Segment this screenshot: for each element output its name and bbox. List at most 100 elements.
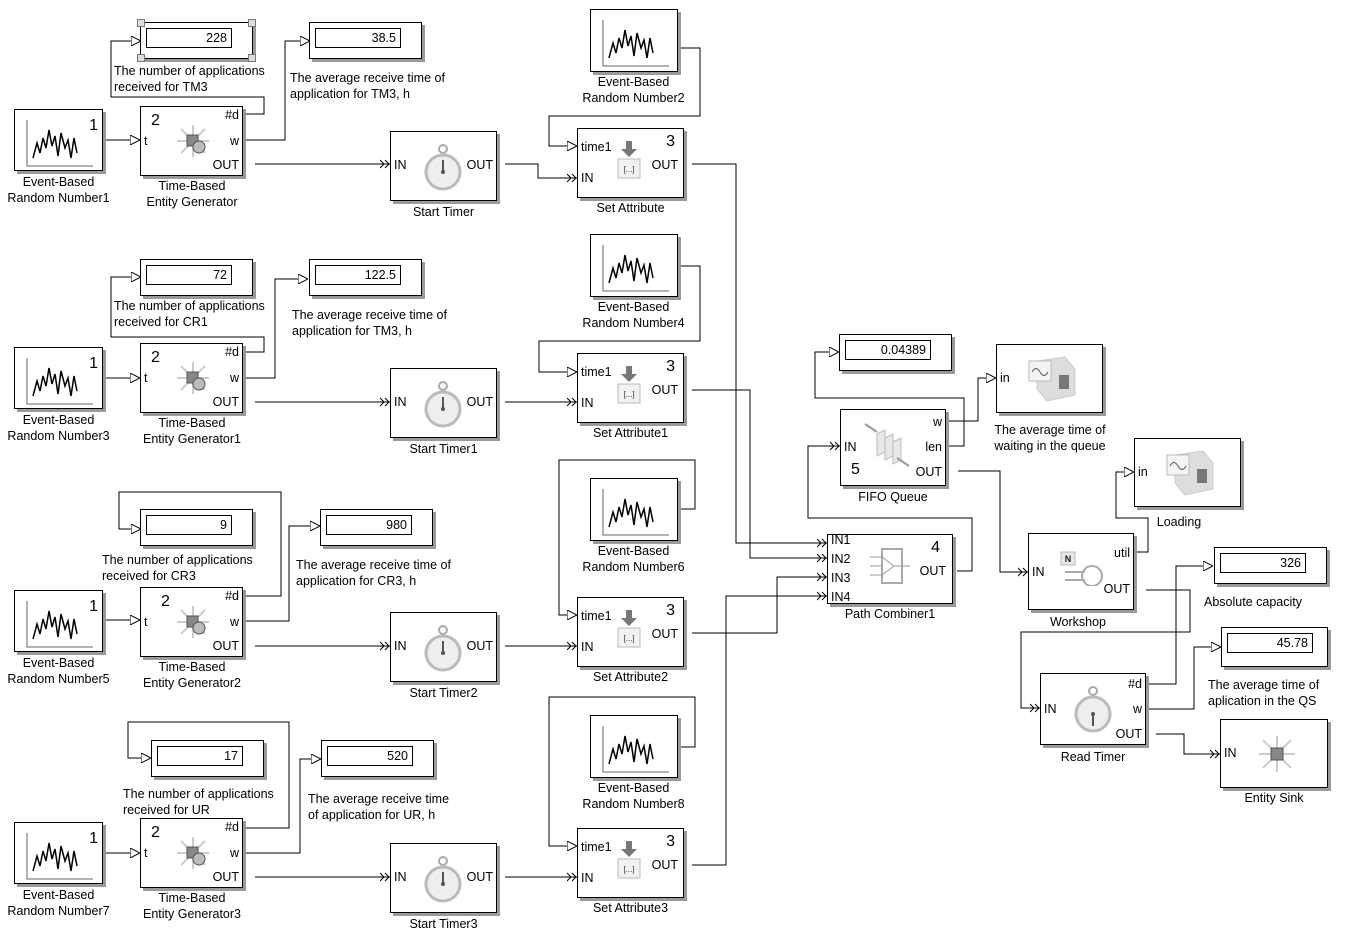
entity-generator-icon xyxy=(177,362,209,394)
port-out: OUT xyxy=(466,158,493,172)
set-attribute-block[interactable]: 3 time1 IN OUT [...] xyxy=(577,128,684,198)
entity-sink-icon xyxy=(1259,736,1295,772)
block-label: Path Combiner1 xyxy=(844,607,936,621)
display-value: 38.5 xyxy=(315,28,401,48)
entity-sink-block[interactable]: IN xyxy=(1220,719,1328,788)
read-timer-block[interactable]: IN #d w OUT xyxy=(1040,673,1146,745)
stopwatch-icon xyxy=(424,144,462,191)
entity-generator-block[interactable]: 2 t #d w OUT xyxy=(140,587,243,657)
start-timer-block[interactable]: IN OUT xyxy=(390,612,497,682)
random-number-block[interactable]: 1 xyxy=(14,590,103,652)
queue-wait-scope[interactable]: in xyxy=(996,344,1103,413)
time-display[interactable]: 122.5 xyxy=(309,259,422,296)
fifo-queue-block[interactable]: 5 IN w len OUT xyxy=(840,409,946,486)
block-label: Start Timer xyxy=(412,205,475,219)
entity-generator-block[interactable]: 2 t #d w OUT xyxy=(140,106,243,176)
display-value: 228 xyxy=(146,28,232,48)
entity-generator-icon xyxy=(177,837,209,869)
time-display[interactable]: 520 xyxy=(321,740,434,777)
block-label: Workshop xyxy=(1049,615,1107,629)
port-out: OUT xyxy=(212,158,239,172)
port-number: 2 xyxy=(151,349,160,366)
port-out: OUT xyxy=(651,383,678,397)
random-signal-icon xyxy=(26,358,93,405)
random-number-block[interactable] xyxy=(590,234,678,297)
port-number: 3 xyxy=(666,833,675,850)
capacity-display[interactable]: 326 xyxy=(1214,547,1327,584)
random-signal-icon xyxy=(602,20,669,67)
display-value: 72 xyxy=(146,265,232,285)
random-number-block[interactable] xyxy=(590,715,678,778)
set-attribute-block[interactable]: 3 time1 IN OUT [...] xyxy=(577,597,684,667)
port-w: w xyxy=(229,371,239,385)
port-w: w xyxy=(1132,702,1142,716)
time-display[interactable]: 980 xyxy=(320,509,433,546)
scope-icon xyxy=(1166,450,1214,496)
port-in: IN xyxy=(844,440,857,454)
queue-icon xyxy=(864,423,910,467)
block-label: Start Timer3 xyxy=(409,917,478,931)
count-display[interactable]: 17 xyxy=(151,740,264,777)
display-value: 520 xyxy=(327,746,413,766)
count-display[interactable]: 9 xyxy=(140,509,253,546)
block-label: Start Timer2 xyxy=(409,686,478,700)
port-in: IN xyxy=(581,640,594,654)
port-in: IN xyxy=(581,171,594,185)
selection-handle[interactable] xyxy=(248,54,256,62)
port-in: in xyxy=(1000,371,1010,385)
random-number-block[interactable] xyxy=(590,9,678,72)
port-time: time1 xyxy=(581,609,612,623)
set-attribute-block[interactable]: 3 time1 IN OUT [...] xyxy=(577,353,684,423)
entity-generator-block[interactable]: 2 t #d w OUT xyxy=(140,818,243,888)
block-label: Start Timer1 xyxy=(409,442,478,456)
port-number: 1 xyxy=(89,598,98,615)
start-timer-block[interactable]: IN OUT xyxy=(390,368,497,438)
display-value: 9 xyxy=(146,515,232,535)
port-number: 3 xyxy=(666,602,675,619)
path-combiner-block[interactable]: 4 IN1 IN2 IN3 IN4 OUT xyxy=(827,533,953,604)
port-time: time1 xyxy=(581,840,612,854)
time-display[interactable]: 38.5 xyxy=(309,22,422,59)
selection-handle[interactable] xyxy=(137,54,145,62)
workshop-server-block[interactable]: IN util OUT N xyxy=(1028,533,1134,610)
port-t: t xyxy=(144,615,148,629)
block-label: Entity Sink xyxy=(1244,791,1304,805)
count-display[interactable]: 72 xyxy=(140,259,253,296)
selection-handle[interactable] xyxy=(248,19,256,27)
svg-text:[...]: [...] xyxy=(623,634,634,643)
port-number: 4 xyxy=(931,539,940,556)
port-w: w xyxy=(229,615,239,629)
port-in: IN xyxy=(1044,702,1057,716)
server-icon: N xyxy=(1060,551,1103,586)
random-number-block[interactable]: 1 xyxy=(14,109,103,171)
start-timer-block[interactable]: IN OUT xyxy=(390,843,497,913)
port-in2: IN2 xyxy=(831,552,851,566)
set-attribute-block[interactable]: 3 time1 IN OUT [...] xyxy=(577,828,684,898)
port-w: w xyxy=(229,134,239,148)
random-number-block[interactable]: 1 xyxy=(14,822,103,884)
count-display[interactable]: 228 xyxy=(137,19,256,62)
block-label: Set Attribute3 xyxy=(592,901,669,915)
port-t: t xyxy=(144,134,148,148)
loading-scope[interactable]: in xyxy=(1134,438,1241,507)
selection-handle[interactable] xyxy=(137,19,145,27)
queue-length-display[interactable]: 0.04389 xyxy=(839,334,952,371)
qs-time-display[interactable]: 45.78 xyxy=(1221,627,1328,667)
svg-text:[...]: [...] xyxy=(623,865,634,874)
port-count: #d xyxy=(225,345,239,359)
entity-generator-block[interactable]: 2 t #d w OUT xyxy=(140,343,243,413)
start-timer-block[interactable]: IN OUT xyxy=(390,131,497,201)
random-number-block[interactable]: 1 xyxy=(14,347,103,409)
port-in: in xyxy=(1138,465,1148,479)
port-w: w xyxy=(229,846,239,860)
stopwatch-icon xyxy=(424,856,462,903)
random-number-block[interactable] xyxy=(590,478,678,541)
